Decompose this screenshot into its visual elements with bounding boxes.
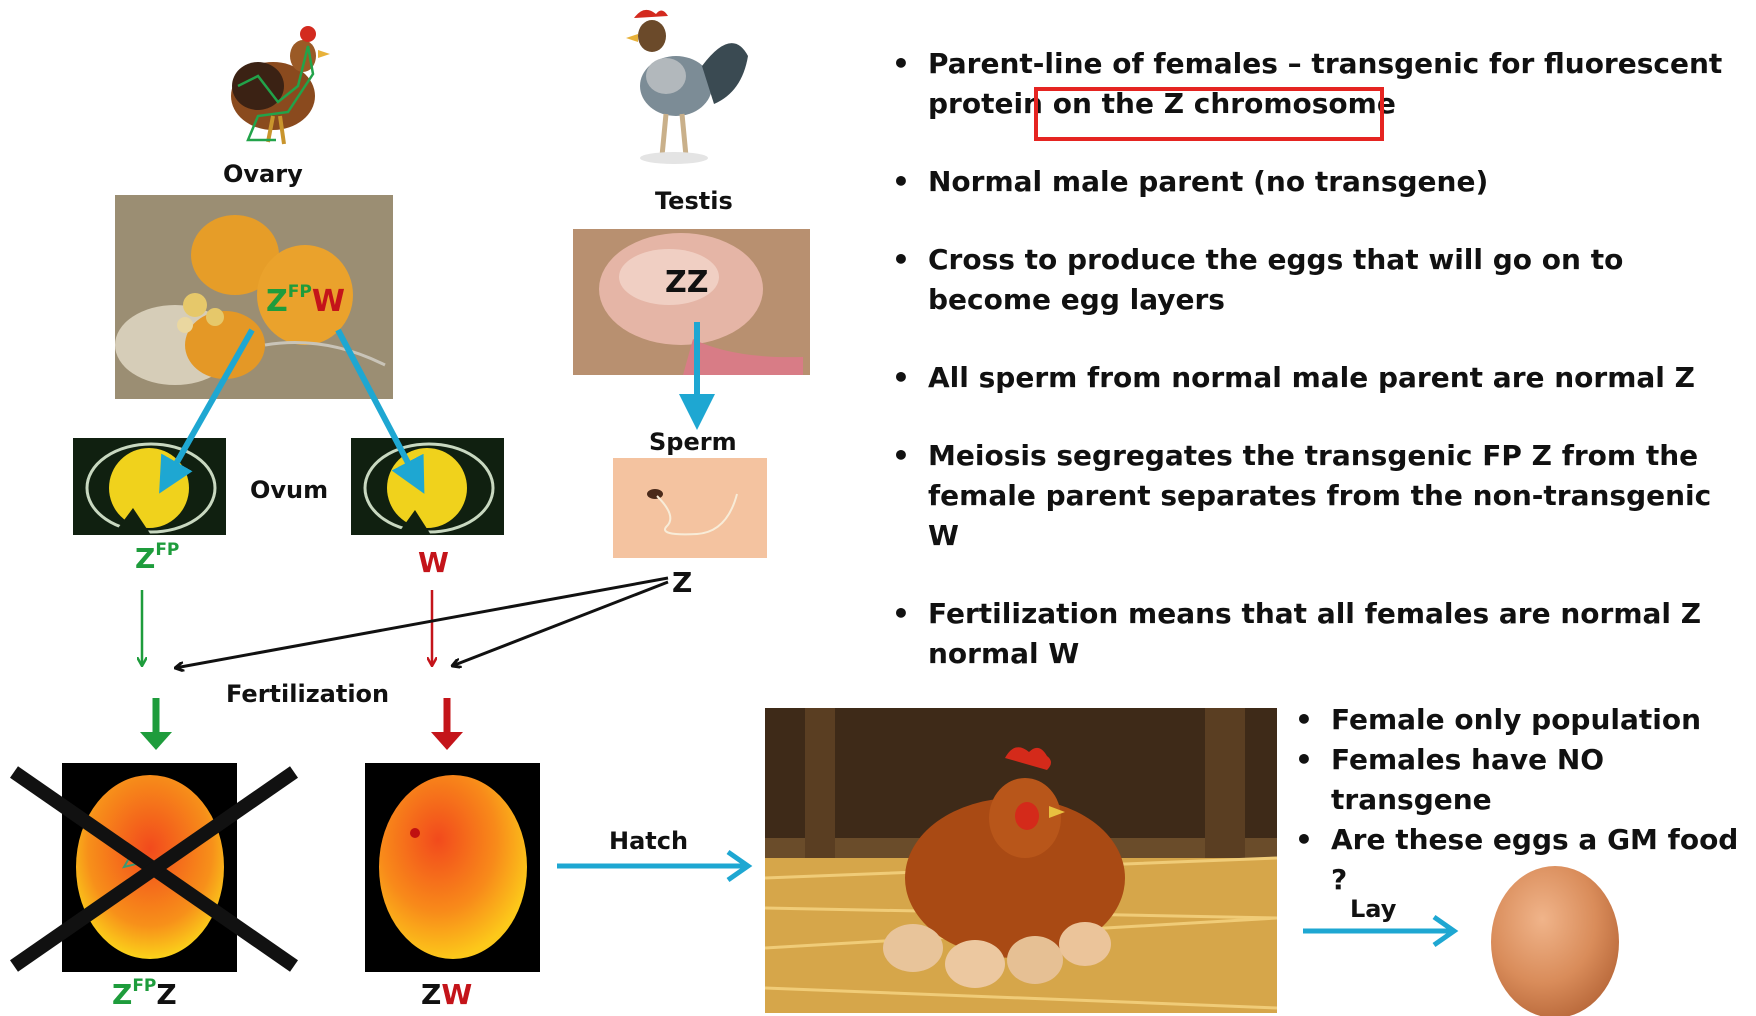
arrow-ovary-to-ovum-right xyxy=(338,330,416,478)
outcome-bullet-3: Are these eggs a GM food ? xyxy=(1295,820,1755,900)
main-bullet-list: Parent-line of females – transgenic for … xyxy=(892,44,1742,712)
highlight-box xyxy=(1034,87,1384,141)
outcome-bullet-2: Females have NO transgene xyxy=(1295,740,1755,820)
arrow-sperm-to-left xyxy=(175,578,668,668)
thick-red-arrow-head xyxy=(431,732,463,750)
bullet-1-line1: Parent-line of females – transgenic for … xyxy=(928,47,1722,80)
outcome-bullet-list: Female only population Females have NO t… xyxy=(1295,700,1755,900)
bullet-2: Normal male parent (no transgene) xyxy=(892,162,1742,202)
bullet-3: Cross to produce the eggs that will go o… xyxy=(892,240,1742,320)
thick-green-arrow-head xyxy=(140,732,172,750)
bullet-4: All sperm from normal male parent are no… xyxy=(892,358,1742,398)
bullet-6: Fertilization means that all females are… xyxy=(892,594,1742,674)
outcome-bullet-1: Female only population xyxy=(1295,700,1755,740)
bullet-1-line2a: protein xyxy=(928,87,1043,120)
arrow-sperm-to-right xyxy=(452,582,668,666)
arrow-ovary-to-ovum-left xyxy=(168,330,252,478)
bullet-5: Meiosis segregates the transgenic FP Z f… xyxy=(892,436,1742,556)
